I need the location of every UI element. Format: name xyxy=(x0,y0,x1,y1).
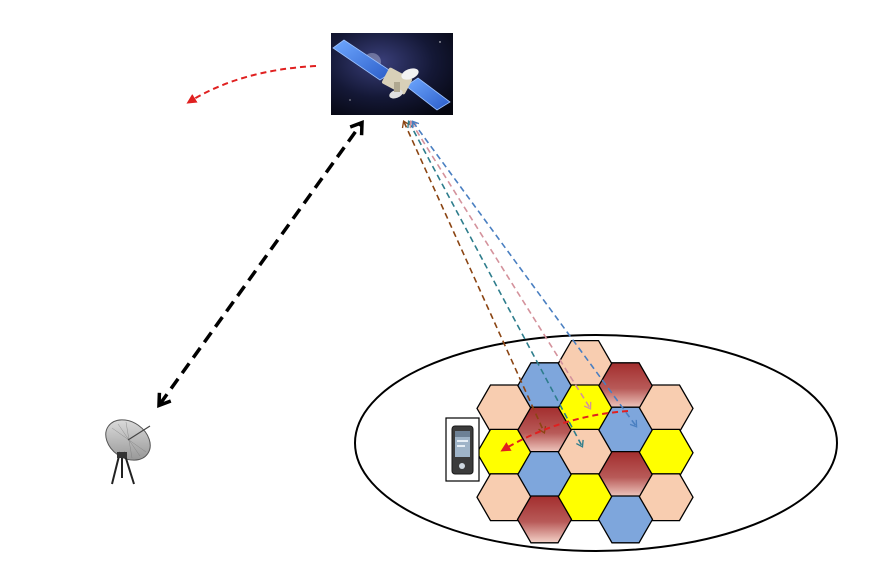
satellite-icon xyxy=(331,33,453,115)
satellite-dish-icon xyxy=(100,416,162,486)
hex-cell-blue xyxy=(597,495,654,544)
beam-link-blue xyxy=(411,120,638,428)
feeder-link-arrow xyxy=(157,120,364,408)
cell-grid xyxy=(476,339,694,544)
handheld-device-icon xyxy=(445,417,480,482)
cell-handover-arrow xyxy=(500,410,629,452)
hex-cell-red xyxy=(516,495,573,544)
satellite-handover-arrow xyxy=(186,65,317,104)
